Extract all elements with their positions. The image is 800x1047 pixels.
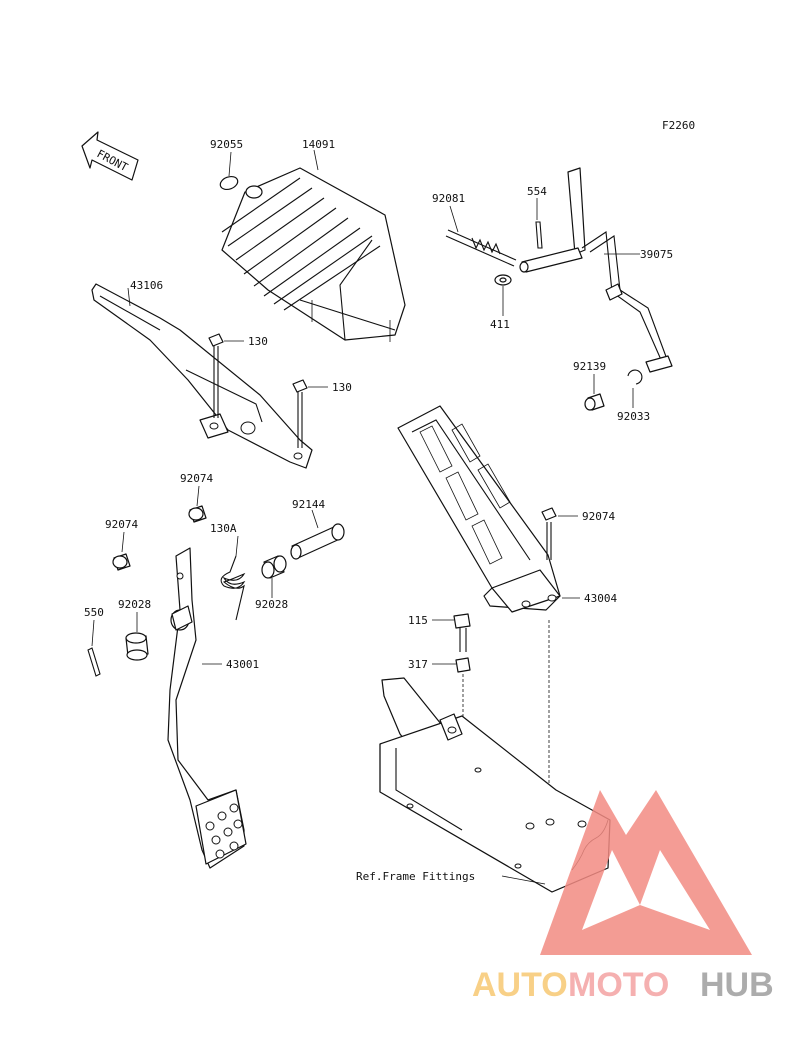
brake-pedal-43001 [167, 547, 247, 869]
label-92074-b: 92074 [105, 518, 138, 531]
ref-frame-fittings-note: Ref.Frame Fittings [356, 870, 475, 883]
nut-317 [432, 657, 471, 722]
washer-411 [494, 274, 512, 316]
label-92074-a: 92074 [180, 472, 213, 485]
label-130-a: 130 [248, 335, 268, 348]
linkage-rod-39075 [519, 167, 673, 373]
label-92028-b: 92028 [118, 598, 151, 611]
svg-text:AUTO: AUTO [472, 966, 568, 1004]
bushing-92028-right [261, 555, 287, 598]
diagram-code: F2260 [662, 119, 695, 132]
label-130A: 92074 [582, 510, 615, 523]
cotter-pin-554 [535, 198, 543, 249]
label-550: 550 [84, 606, 104, 619]
label-39075: 39075 [640, 248, 673, 261]
label-92055: 92055 [210, 138, 243, 151]
hand-lever-43106 [91, 283, 313, 469]
bolt-130-lower [292, 379, 328, 448]
label-554: 554 [527, 185, 547, 198]
svg-text:HUB: HUB [700, 966, 774, 1004]
label-43106: 43106 [130, 279, 163, 292]
bushing-92028-left [125, 612, 149, 661]
front-arrow-icon: FRONT [81, 131, 139, 181]
svg-text:MOTO: MOTO [568, 966, 669, 1004]
label-43004: 92144 [292, 498, 325, 511]
label-92081: 92081 [432, 192, 465, 205]
label-317: 317 [408, 658, 428, 671]
watermark-logo: AUTO MOTO HUB [472, 790, 774, 1004]
pin-43004 [290, 509, 345, 560]
accelerator-pedal-13060 [397, 405, 580, 613]
label-43001: 43001 [226, 658, 259, 671]
bolt-130A [541, 507, 578, 820]
label-92144: 130A [210, 522, 237, 535]
bolt-115 [432, 613, 471, 652]
label-13060: 43004 [584, 592, 617, 605]
o-ring-92055 [219, 151, 239, 191]
bolt-130-upper [208, 333, 244, 418]
clip-92033 [627, 369, 643, 408]
cap-92074-upper [188, 485, 207, 523]
frame-bracket [379, 677, 611, 893]
boot-cover-14091 [221, 149, 406, 342]
label-14091: 14091 [302, 138, 335, 151]
label-92028-a: 92028 [255, 598, 288, 611]
label-92033: 92033 [617, 410, 650, 423]
cap-92074-lower [112, 531, 131, 571]
label-115: 115 [408, 614, 428, 627]
bushing-92139 [584, 374, 605, 411]
cotter-pin-550 [87, 619, 101, 677]
spring-rod-92081 [445, 205, 517, 267]
label-92139: 92139 [573, 360, 606, 373]
label-411: 411 [490, 318, 510, 331]
spring-92144 [220, 535, 246, 621]
label-130-b: 130 [332, 381, 352, 394]
